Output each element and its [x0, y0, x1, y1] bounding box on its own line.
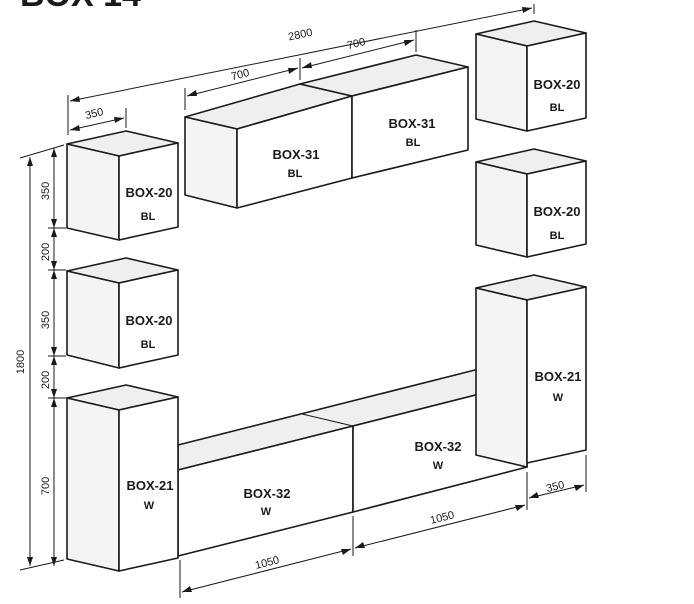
dimension-wall-left: 700	[184, 58, 301, 110]
box20-tl-side	[66, 143, 120, 241]
box31-right-code: BOX-31	[389, 116, 436, 131]
box21-left-tall: BOX-21 W	[66, 384, 179, 572]
box20-mid-left-cube: BOX-20 BL	[66, 257, 179, 369]
box21-l-front	[118, 396, 179, 572]
box20-mr-code: BOX-20	[534, 204, 581, 219]
box20-ml-code: BOX-20	[126, 313, 173, 328]
box32-split-line	[301, 413, 354, 427]
dim-total-height-label: 1800	[15, 350, 27, 374]
dim-h-tall: 700	[40, 477, 52, 495]
box21-r-front	[526, 286, 587, 464]
dim-wall-right-label: 700	[346, 36, 367, 52]
dim-tall-right-depth-label: 350	[545, 479, 566, 495]
box20-ml-finish: BL	[141, 339, 156, 351]
dim-low-right-label: 1050	[429, 509, 456, 527]
box21-l-side	[66, 397, 120, 572]
dim-total-width-label: 2800	[287, 27, 313, 44]
dimension-total-height: 1800	[15, 144, 65, 571]
box20-ml-front	[118, 269, 179, 369]
box21-r-side	[475, 287, 528, 468]
box20-tl-finish: BL	[141, 211, 156, 223]
box32-left-code: BOX-32	[244, 486, 291, 501]
dim-h-gap-2: 200	[40, 371, 52, 389]
dimension-vertical-chain: 350 200 350 200 700	[40, 148, 66, 566]
box20-mid-right-cube: BOX-20 BL	[475, 148, 587, 258]
box20-tr-code: BOX-20	[534, 77, 581, 92]
box21-l-code: BOX-21	[127, 478, 174, 493]
box20-mr-front	[526, 160, 587, 258]
set-heading: BOX 14	[20, 0, 141, 14]
dimension-wall-right: 700	[301, 30, 417, 69]
box21-r-finish: W	[553, 392, 564, 404]
box20-top-right-cube: BOX-20 BL	[475, 20, 587, 132]
box32-left-finish: W	[261, 506, 272, 518]
box20-ml-side	[66, 270, 120, 369]
dim-low-left-label: 1050	[254, 554, 281, 572]
box20-mr-side	[475, 161, 528, 258]
box20-tr-finish: BL	[550, 102, 565, 114]
box20-tl-code: BOX-20	[126, 185, 173, 200]
box21-l-finish: W	[144, 500, 155, 512]
box31-right-finish: BL	[406, 137, 421, 149]
box31-left-code: BOX-31	[273, 147, 320, 162]
dimension-total-width: 2800	[67, 4, 535, 135]
box31-left-finish: BL	[288, 168, 303, 180]
dimension-low-left: 1050	[179, 516, 354, 598]
box32-right-code: BOX-32	[415, 439, 462, 454]
box20-tl-front	[118, 142, 179, 241]
box20-mr-finish: BL	[550, 230, 565, 242]
dim-box20-depth-label: 350	[84, 106, 105, 122]
dim-h-box20-top: 350	[40, 182, 52, 200]
box31-right-cabinet: BOX-31 BL	[299, 54, 469, 179]
dim-h-box20-mid: 350	[40, 311, 52, 329]
box31-left-side	[184, 116, 238, 209]
dim-h-gap-1: 200	[40, 243, 52, 261]
dimension-box20-depth: 350	[69, 106, 127, 131]
box20-top-left-cube: BOX-20 BL	[66, 130, 179, 241]
box32-right-finish: W	[433, 460, 444, 472]
box20-tr-front	[526, 32, 587, 132]
dim-wall-left-label: 700	[230, 67, 251, 83]
dimension-low-right: 1050	[354, 472, 528, 549]
box31-right-front	[351, 66, 469, 179]
box21-r-code: BOX-21	[535, 369, 582, 384]
dimension-tall-right-depth: 350	[528, 455, 587, 499]
box21-right-tall: BOX-21 W	[475, 274, 587, 468]
box31-left-cabinet: BOX-31 BL	[184, 83, 353, 209]
box20-tr-side	[475, 33, 528, 132]
